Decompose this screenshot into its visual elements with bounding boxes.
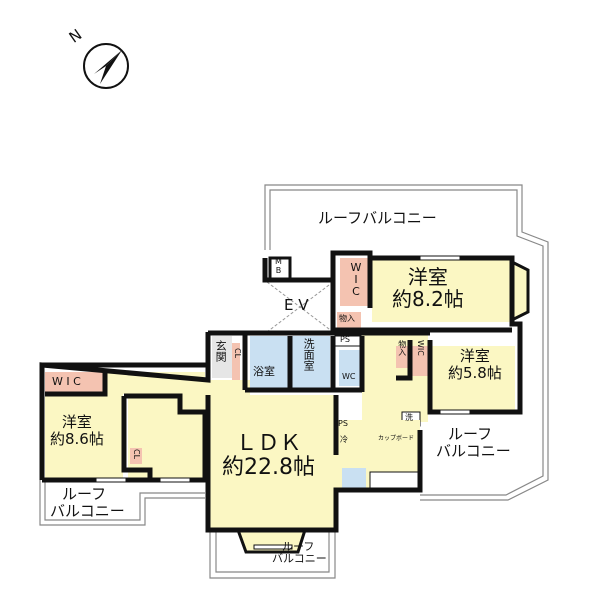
roof-balcony-right-label: ルーフ バルコニー [436,425,511,459]
entrance-cl-label: CL [232,348,242,359]
wic-label: W I C [350,261,362,299]
label-line: ルーフ [282,540,315,553]
roof-balcony-outline [264,184,549,501]
ps2-label: PS [338,419,348,428]
ev-label: E V [284,296,309,314]
mb-label: M B [275,257,282,275]
roof-balcony-left-label: ルーフ バルコニー [50,486,125,519]
label-line: バルコニー [50,501,125,520]
ldk-label: ＬＤＫ 約22.8帖 [222,431,315,481]
wic-label: WIC [415,340,425,356]
label-line: バルコニー [272,552,327,566]
room-name: 洋室 [459,347,490,365]
room-size: 約5.8帖 [448,363,502,382]
storage-label: 物入 [339,314,355,323]
room-name: 洋室 [407,265,448,289]
wc-label: WC [342,372,356,381]
walls [39,250,523,533]
north-arrow-icon [83,43,129,89]
room-size: 約8.6帖 [50,429,104,448]
bath-label: 浴室 [253,365,275,378]
ps-label: PS [340,335,350,344]
room-size: 約22.8帖 [222,455,315,481]
washroom-label: 洗面室 [302,338,316,371]
label-line: バルコニー [436,441,511,460]
room-name: 洋室 [61,413,92,431]
storage-label: 物入 [397,340,407,356]
wic-label: W I C [52,375,81,388]
bedroom-5-8-label: 洋室 約5.8帖 [448,348,502,381]
fridge-label: 冷 [340,435,348,444]
room-size: 約8.2帖 [392,287,464,311]
entrance-label: 玄関 [214,340,228,362]
label-line: ルーフ [448,425,493,443]
roof-balcony-top-label: ルーフバルコニー [318,209,437,227]
bedroom-8-2-label: 洋室 約8.2帖 [392,266,464,310]
roof-balcony-bottom-label: ルーフ バルコニー [272,540,327,566]
bedroom-8-6-label: 洋室 約8.6帖 [50,414,104,447]
cl-label: CL [131,449,141,460]
room-name: ＬＤＫ [235,431,302,456]
label-line: ルーフ [62,485,107,503]
laundry-label: 洗 [405,413,413,422]
cupboard-label: カップボード [378,435,415,442]
